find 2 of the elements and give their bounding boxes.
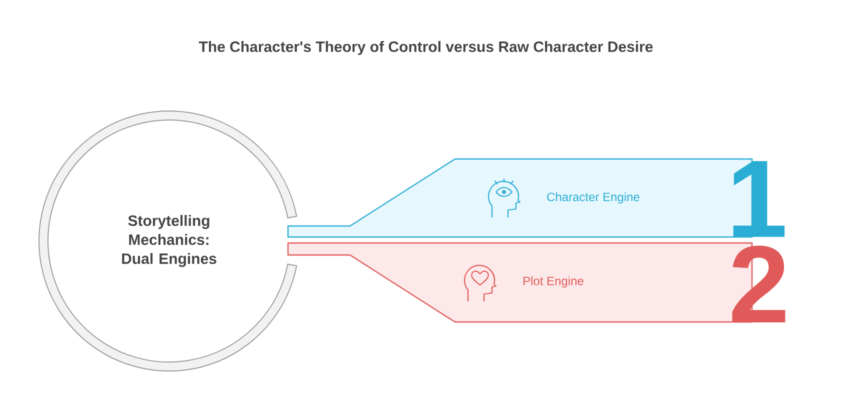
ring-node: Storytelling Mechanics: Dual Engines — [38, 110, 298, 372]
title: The Character's Theory of Control versus Raw Character Desire — [198, 41, 653, 55]
